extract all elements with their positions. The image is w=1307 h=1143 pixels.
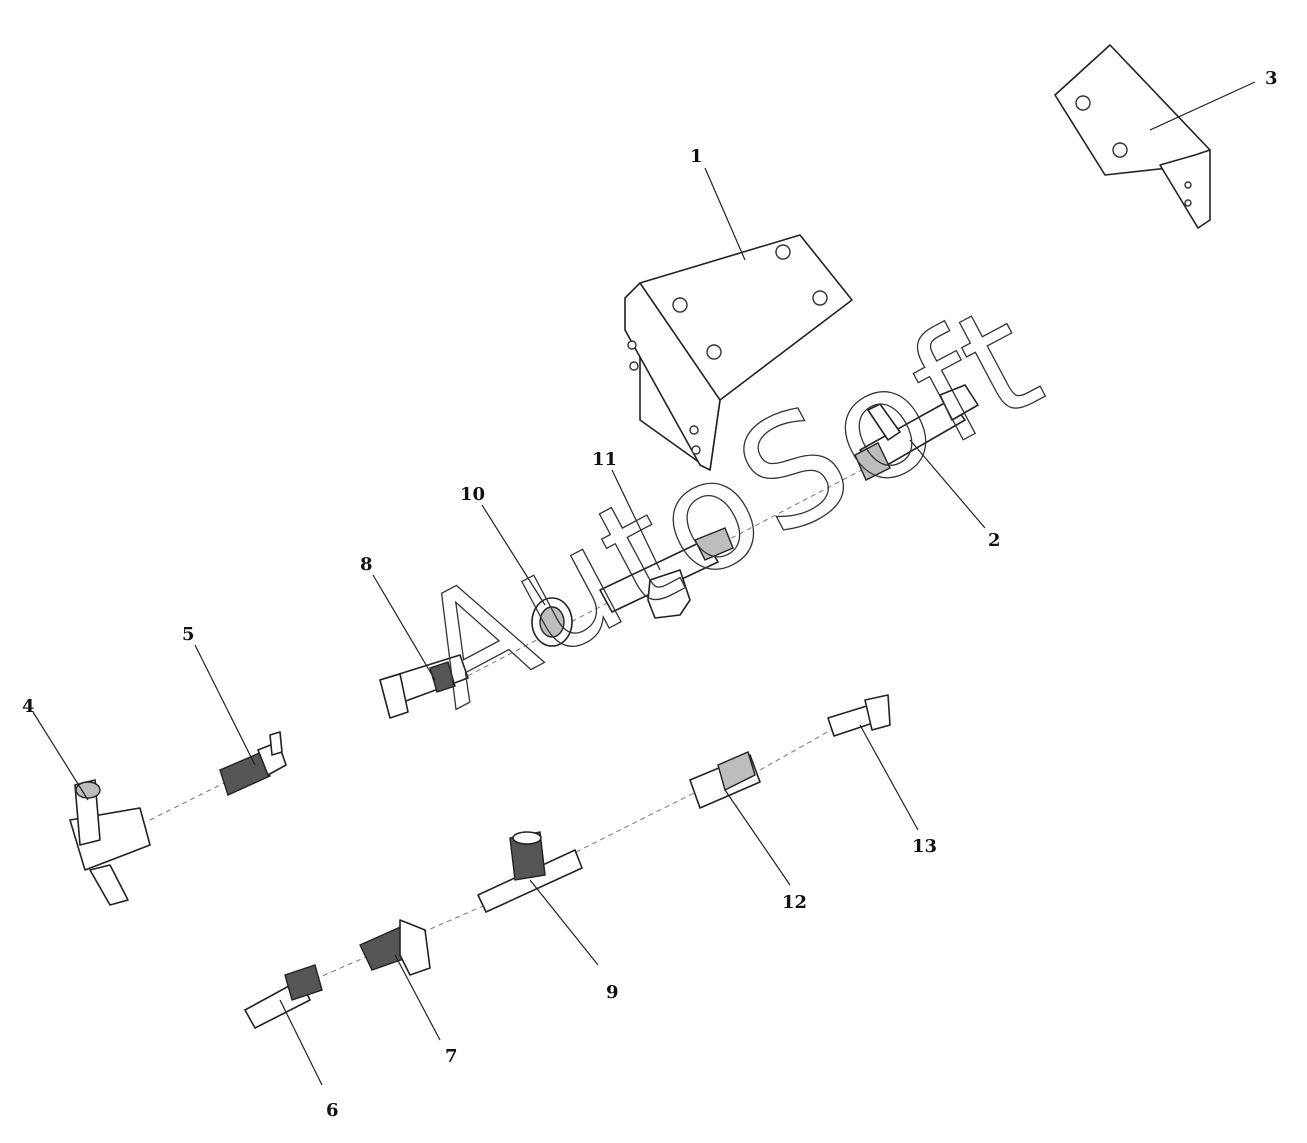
part-7-elbow (359, 919, 431, 976)
part-4-valve (69, 779, 151, 906)
callout-9: 9 (606, 982, 619, 1003)
callout-1: 1 (690, 146, 703, 167)
callout-13: 13 (912, 836, 937, 857)
callout-11: 11 (592, 449, 617, 470)
callout-4: 4 (22, 696, 35, 717)
part-2-elbow-fitting (854, 384, 979, 481)
callout-6: 6 (326, 1100, 339, 1121)
callout-3: 3 (1265, 68, 1278, 89)
callout-5: 5 (182, 624, 195, 645)
part-6-connector (244, 964, 323, 1029)
leader-lines (32, 81, 1256, 1086)
callouts: 1 2 3 4 5 6 7 8 9 10 11 12 13 (22, 68, 1278, 1121)
callout-7: 7 (445, 1046, 458, 1067)
callout-12: 12 (782, 892, 807, 913)
callout-2: 2 (988, 530, 1001, 551)
part-11-tee-fitting (599, 527, 734, 619)
part-10-nut (531, 597, 573, 647)
part-12-adapter (689, 751, 761, 809)
part-13-elbow (827, 694, 891, 737)
part-8-elbow (379, 654, 469, 719)
part-5-elbow (219, 731, 287, 796)
part-1-bracket (624, 234, 853, 471)
callout-8: 8 (360, 554, 373, 575)
callout-10: 10 (460, 484, 485, 505)
part-3-bracket (1054, 44, 1211, 229)
part-9-tee (477, 831, 583, 913)
